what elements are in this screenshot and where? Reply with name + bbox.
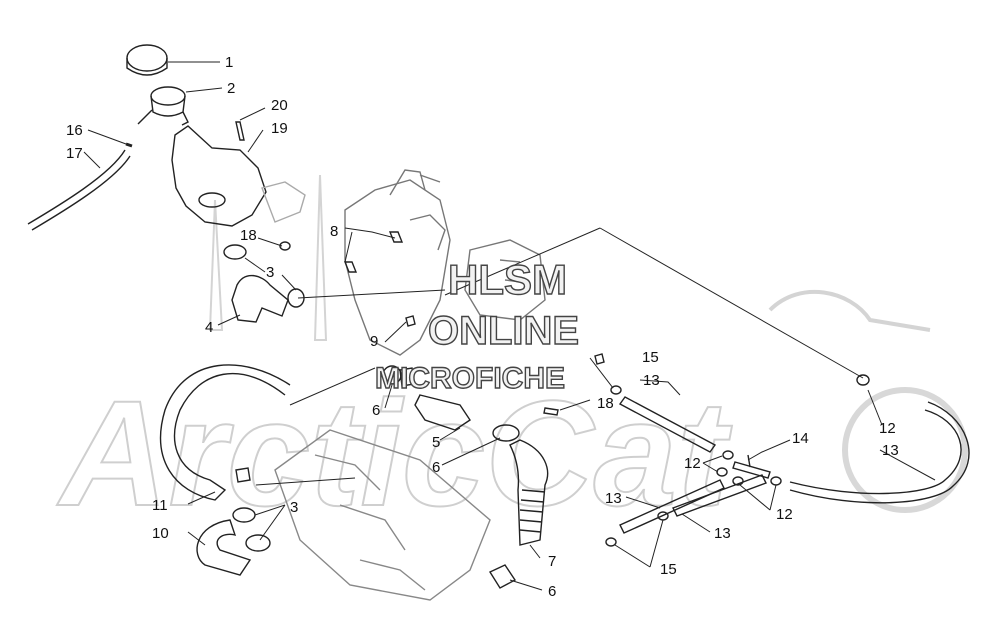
callout-13: 13: [605, 490, 622, 507]
callout-4: 4: [205, 319, 213, 336]
part-6-clamp-left: [382, 365, 402, 385]
background-spires: [208, 174, 328, 341]
callout-14: 14: [792, 430, 809, 447]
callout-3: 3: [266, 264, 274, 281]
callout-8: 8: [330, 223, 338, 240]
bracket-hole: [198, 192, 226, 208]
part-12-fitting-a: [722, 450, 734, 460]
callout-12: 12: [776, 506, 793, 523]
callout-12: 12: [879, 420, 896, 437]
part-13-hose-long: [789, 401, 970, 504]
callout-6: 6: [372, 402, 380, 419]
carburetor-assembly: [344, 169, 546, 356]
part-1-filler-cap: [126, 44, 168, 76]
parts-group: [27, 44, 970, 601]
background-wheel: [842, 387, 968, 513]
part-7-hose: [509, 439, 549, 546]
hose-clip: [235, 467, 251, 483]
callout-1: 1: [225, 54, 233, 71]
part-18-screw-small: [594, 353, 605, 365]
part-19-bracket: [171, 125, 267, 227]
callout-18: 18: [240, 227, 257, 244]
cylinder-head: [274, 429, 491, 601]
callout-6: 6: [432, 459, 440, 476]
callout-6: 6: [548, 583, 556, 600]
callout-19: 19: [271, 120, 288, 137]
callout-7: 7: [548, 553, 556, 570]
callout-11: 11: [152, 497, 168, 514]
callout-12: 12: [684, 455, 701, 472]
part-20-bolt: [235, 121, 245, 141]
callout-13: 13: [714, 525, 731, 542]
hose-ribs: [519, 489, 546, 533]
callout-13: 13: [643, 372, 660, 389]
part-13-hose-left: [619, 479, 725, 534]
part-14-tee: [732, 454, 771, 479]
callout-labels: 1220191617183489656151318121314121213131…: [66, 54, 899, 600]
part-12-fitting-b: [716, 467, 728, 477]
part-6-clamp-lower: [488, 564, 517, 589]
part-8-screw-lower: [343, 261, 358, 273]
part-15-clamp-top: [610, 385, 622, 395]
callout-13: 13: [882, 442, 899, 459]
part-10-hose: [196, 519, 252, 576]
part-15-clamp-lower-a: [605, 537, 617, 547]
part-12-fitting-c: [732, 476, 744, 486]
part-6-clamp-upper: [399, 367, 415, 387]
part-16-fitting: [125, 142, 133, 148]
part-13-hose-upper: [618, 396, 717, 453]
callout-5: 5: [432, 434, 440, 451]
part-4-elbow-hose: [231, 274, 289, 323]
part-9-screw: [405, 315, 416, 327]
watermark: HLSM ONLINE MICROFICHE: [374, 255, 580, 395]
background-logo-text: ArcticCat: [56, 369, 733, 537]
callout-3: 3: [290, 499, 298, 516]
callout-16: 16: [66, 122, 83, 139]
part-5-fitting: [414, 394, 471, 431]
watermark-line2: ONLINE: [428, 309, 579, 353]
bracket-hidden-outline: [261, 181, 306, 223]
callout-10: 10: [152, 525, 169, 542]
part-3-clamp-lower-b: [245, 534, 271, 552]
callout-15: 15: [660, 561, 677, 578]
part-2-filler-neck: [137, 86, 189, 126]
part-13-hose-right: [672, 474, 767, 517]
callout-9: 9: [370, 333, 378, 350]
part-8-screw-upper: [388, 231, 404, 243]
part-12-fitting-d: [770, 476, 782, 486]
callout-15: 15: [642, 349, 659, 366]
background-motorcycle-outline: [768, 289, 931, 332]
callout-20: 20: [271, 97, 288, 114]
watermark-line3: MICROFICHE: [375, 362, 565, 395]
callout-2: 2: [227, 80, 235, 97]
leader-lines: [83, 61, 936, 591]
background-logo: ArcticCat: [55, 174, 968, 538]
callout-17: 17: [66, 145, 83, 162]
part-12-fitting-top: [856, 374, 870, 386]
part-18-screw: [543, 407, 559, 416]
callout-18: 18: [597, 395, 614, 412]
part-18-nut: [279, 241, 291, 251]
part-17-vent-hose: [27, 149, 131, 231]
part-3-clamp-upper: [223, 244, 247, 260]
part-6-clamp-mid: [492, 424, 520, 442]
part-11-hose: [160, 364, 291, 501]
watermark-line1: HLSM: [448, 256, 567, 303]
